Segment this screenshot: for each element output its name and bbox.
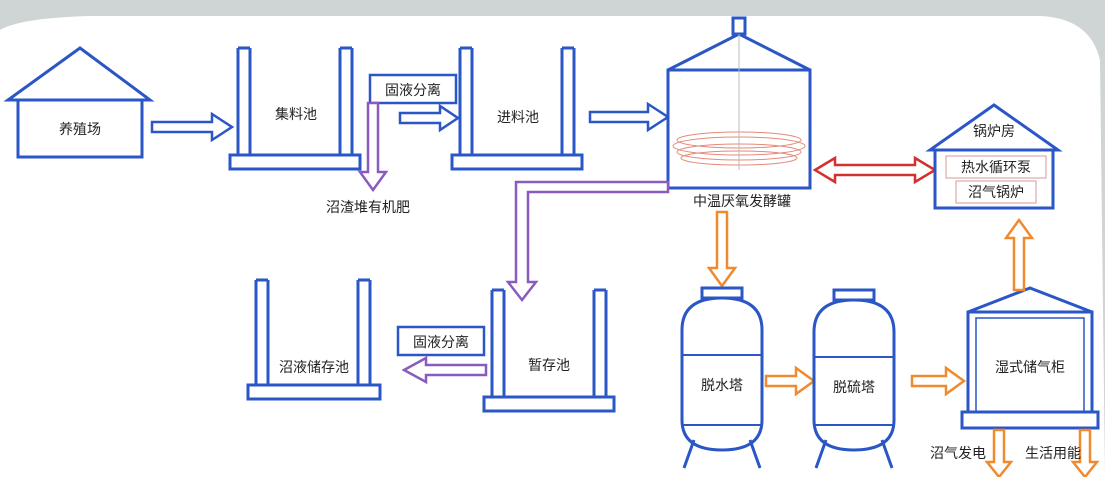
power-generation-label: 沼气发电 — [930, 446, 986, 462]
sep-box-1-label: 固液分离 — [385, 82, 441, 99]
farm-label: 养殖场 — [59, 121, 101, 138]
arrow-gasholder-to-boiler — [1003, 217, 1035, 292]
arrow-farm-to-collection — [150, 111, 235, 143]
sep-box-1 — [368, 73, 458, 105]
arrow-digester-to-dehydration — [706, 210, 738, 289]
gas-holder — [960, 286, 1100, 430]
collection-pool-label: 集料池 — [275, 106, 317, 123]
gas-holder-label: 湿式储气柜 — [995, 360, 1065, 376]
sep-box-2-label: 固液分离 — [413, 334, 469, 351]
slurry-storage-label: 沼液储存池 — [279, 360, 349, 376]
sep-box-2 — [396, 325, 486, 357]
arrow-to-fertilizer — [357, 101, 389, 193]
dehydration-tower — [680, 286, 764, 469]
paper-background — [0, 16, 1105, 477]
fertilizer-label: 沼渣堆有机肥 — [326, 200, 410, 216]
arrow-to-domestic — [1070, 428, 1100, 477]
arrow-to-power — [984, 428, 1014, 477]
slurry-storage-pool — [246, 278, 382, 401]
digester-label: 中温厌氧发酵罐 — [693, 194, 791, 210]
hot-water-pump-box — [945, 155, 1047, 179]
arrow-temp-to-slurry — [401, 355, 488, 385]
desulfurization-tower — [812, 288, 896, 469]
biogas-boiler-label: 沼气锅炉 — [968, 185, 1024, 201]
arrow-dehydration-to-desulfurization — [764, 365, 817, 397]
collection-pool — [228, 46, 362, 171]
arrow-desulfurization-to-gasholder — [910, 365, 967, 397]
farm-house — [3, 46, 155, 159]
arrow-collection-to-feed — [398, 103, 461, 133]
temp-pool — [482, 288, 616, 413]
hot-water-pump-label: 热水循环泵 — [961, 160, 1031, 176]
pipe-digester-to-temp — [505, 180, 670, 303]
desulfurization-tower-label: 脱硫塔 — [833, 380, 875, 396]
dehydration-tower-label: 脱水塔 — [701, 378, 743, 394]
feed-pool — [450, 46, 584, 171]
domestic-energy-label: 生活用能 — [1025, 446, 1081, 462]
arrow-feed-to-digester — [588, 101, 671, 133]
biogas-boiler-box — [955, 180, 1037, 204]
boiler-house-label: 锅炉房 — [973, 124, 1015, 140]
temp-pool-label: 暂存池 — [528, 358, 570, 374]
feed-pool-label: 进料池 — [497, 110, 539, 126]
